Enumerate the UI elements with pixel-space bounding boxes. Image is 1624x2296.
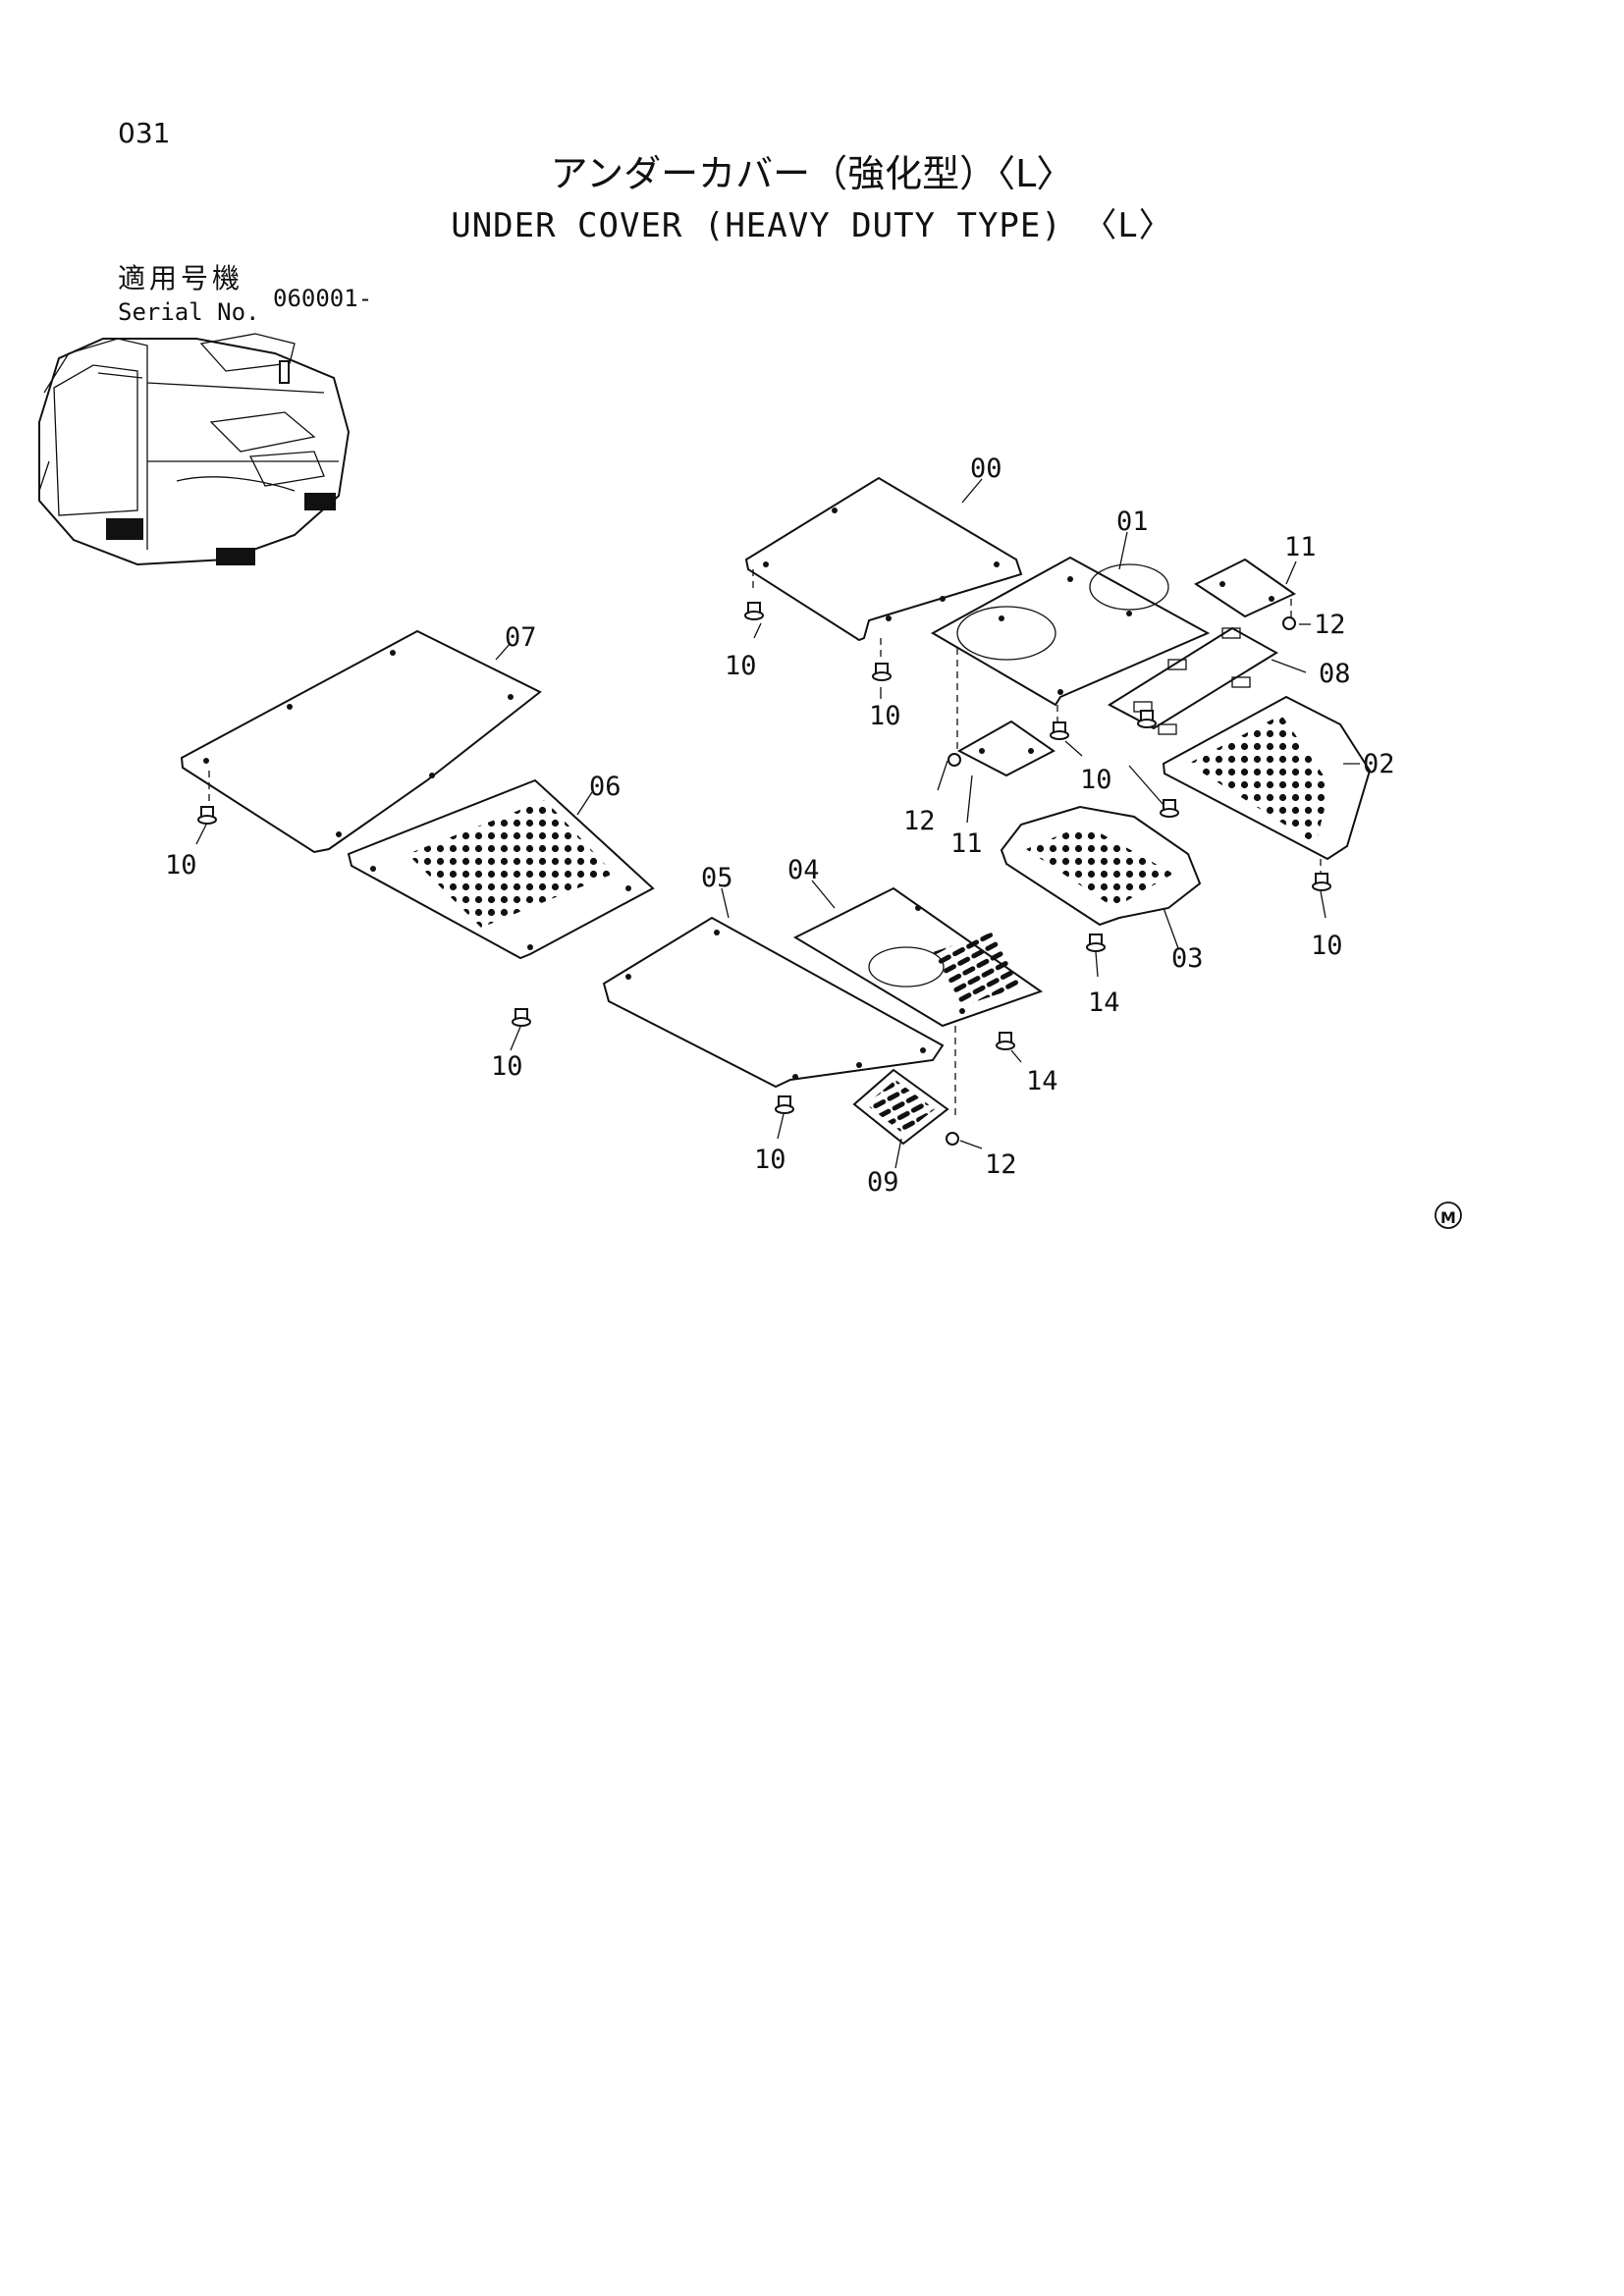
svg-text:M: M	[1440, 1208, 1456, 1227]
callout-07: 07	[505, 622, 537, 653]
callout-10: 10	[165, 850, 197, 881]
callout-03: 03	[1171, 943, 1204, 974]
part-00-cover-plate	[744, 476, 1023, 658]
part-01-mounting-plate	[930, 556, 1211, 756]
callout-12: 12	[985, 1149, 1017, 1180]
bolt-10	[1312, 873, 1331, 891]
page-title-japanese: アンダーカバー（強化型）〈L〉	[550, 152, 1074, 195]
callout-05: 05	[701, 863, 733, 893]
callout-11: 11	[1284, 532, 1317, 562]
bolt-12	[1282, 616, 1296, 630]
callout-09: 09	[867, 1167, 899, 1198]
callout-00: 00	[970, 454, 1002, 484]
callout-10: 10	[491, 1051, 523, 1082]
serial-label-japanese: 適用号機	[118, 262, 244, 294]
callout-02: 02	[1363, 749, 1395, 779]
part-05-cover-plate	[602, 916, 945, 1089]
serial-number-value: 060001-	[273, 285, 373, 312]
bolt-10	[872, 663, 892, 681]
bolt-10	[775, 1095, 794, 1114]
bolt-10	[197, 806, 217, 825]
callout-10: 10	[754, 1145, 786, 1175]
callout-12: 12	[1314, 610, 1346, 640]
maintenance-mark: M	[1435, 1201, 1462, 1229]
callout-14: 14	[1026, 1066, 1058, 1096]
part-03-perforated-cover	[1000, 805, 1202, 927]
serial-label-english: Serial No.	[118, 298, 260, 326]
bolt-10	[1050, 721, 1069, 740]
bolt-14	[1086, 934, 1106, 952]
bolt-10	[1137, 710, 1157, 728]
page-number: 031	[118, 117, 171, 149]
callout-labels: 00 01 02 03 04 05 06 07 08 09 10 10 10 1…	[165, 454, 1395, 1198]
bolt-10	[512, 1008, 531, 1027]
callout-04: 04	[787, 855, 820, 885]
callout-10: 10	[725, 651, 757, 681]
callout-10: 10	[1080, 765, 1112, 795]
leader-lines	[195, 478, 1360, 1169]
bolt-12	[946, 1132, 959, 1146]
bolt-10	[1160, 799, 1179, 818]
fasteners	[197, 602, 1331, 1146]
callout-10: 10	[1311, 931, 1343, 961]
bolt-14	[996, 1032, 1015, 1050]
callout-11: 11	[950, 828, 983, 859]
machine-thumbnail	[38, 333, 351, 566]
callout-08: 08	[1319, 659, 1351, 689]
callout-10: 10	[869, 701, 901, 731]
bolt-12	[947, 753, 961, 767]
callout-12: 12	[903, 806, 936, 836]
part-06-perforated-cover	[347, 778, 655, 960]
part-02-perforated-cover	[1162, 695, 1372, 874]
part-07-cover-plate	[180, 629, 542, 854]
callout-01: 01	[1116, 507, 1149, 537]
part-04-plate-with-vents	[792, 886, 1044, 1119]
part-11-small-plate-lower	[956, 720, 1056, 777]
callout-14: 14	[1088, 988, 1120, 1018]
page-title-english: UNDER COVER (HEAVY DUTY TYPE) 〈L〉	[451, 206, 1173, 245]
callout-06: 06	[589, 772, 622, 802]
part-09-vent-plate	[852, 1068, 949, 1146]
part-11-small-plate-top	[1194, 558, 1297, 618]
bolt-10	[744, 602, 764, 620]
